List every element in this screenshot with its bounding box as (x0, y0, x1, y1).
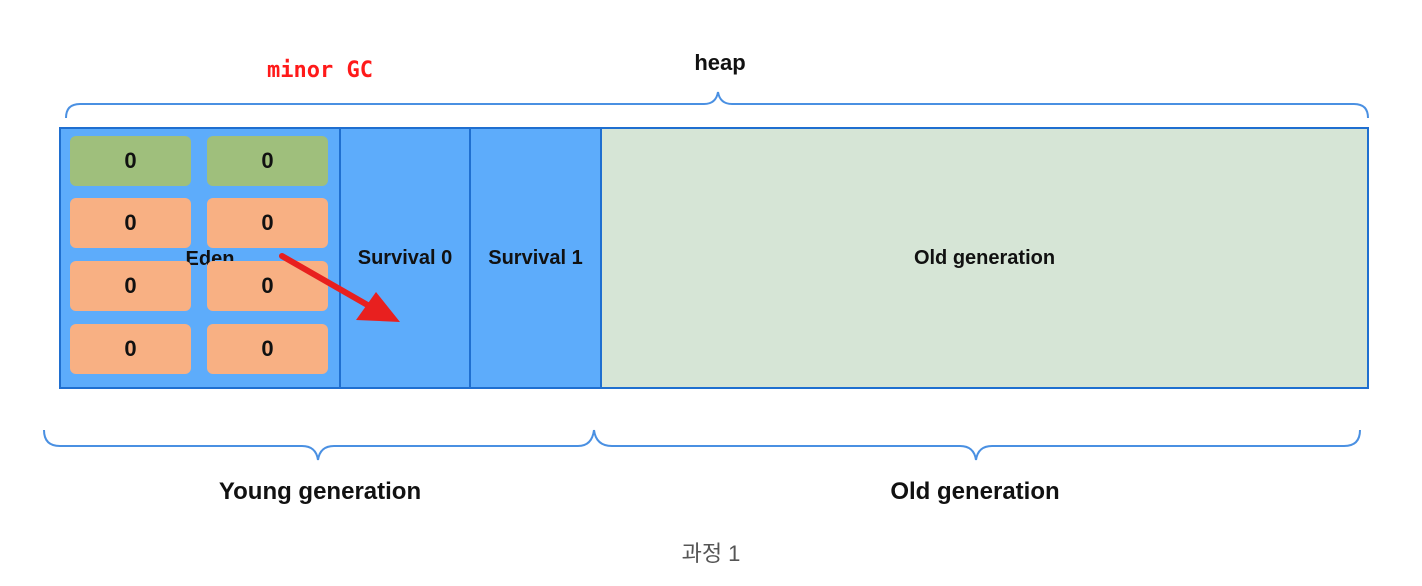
eden-object-cell: 0 (70, 136, 191, 186)
survival-0-region: Survival 0 (341, 127, 471, 389)
survival-0-label: Survival 0 (357, 246, 453, 269)
figure-caption: 과정 1 (681, 541, 741, 566)
young-generation-brace (43, 429, 595, 461)
young-generation-label: Young generation (218, 478, 422, 505)
eden-region (59, 127, 341, 389)
old-generation-label: Old generation (890, 478, 1060, 505)
eden-object-cell: 0 (70, 324, 191, 374)
survival-1-label: Survival 1 (488, 246, 583, 269)
arrow-head-icon (356, 292, 400, 322)
heap-brace (65, 91, 1369, 119)
old-generation-region: Old generation (602, 129, 1367, 387)
eden-object-cell: 0 (70, 198, 191, 248)
eden-object-cell: 0 (207, 198, 328, 248)
minor-gc-arrow (279, 253, 381, 314)
eden-object-cell: 0 (70, 261, 191, 311)
minor-gc-annotation: minor GC (267, 58, 373, 83)
old-generation-region-label: Old generation (913, 246, 1056, 269)
heap-title: heap (694, 50, 746, 75)
eden-object-cell: 0 (207, 324, 328, 374)
old-generation-brace (593, 429, 1361, 461)
eden-object-cell: 0 (207, 136, 328, 186)
survival-1-region: Survival 1 (471, 127, 602, 389)
